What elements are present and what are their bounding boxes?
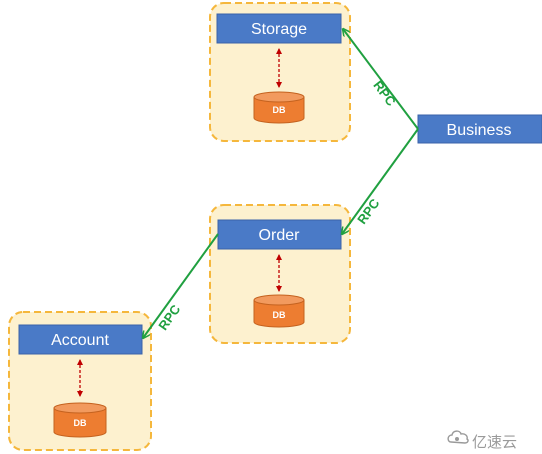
rpc-line-order-account [143, 233, 219, 338]
order-db-label: DB [273, 310, 286, 320]
account-service-box[interactable] [18, 324, 143, 355]
account-service-label: Account [51, 332, 109, 349]
order-service-group: Order DB [209, 204, 351, 344]
storage-service-label: Storage [251, 21, 307, 38]
storage-db-label: DB [273, 105, 286, 115]
watermark-text: 亿速云 [472, 433, 517, 451]
storage-service-group: Storage DB [209, 2, 351, 142]
watermark: 亿速云 [447, 430, 517, 451]
storage-service-box[interactable] [216, 13, 342, 44]
rpc-label-business-order: RPC [354, 195, 383, 227]
business-service-label: Business [447, 122, 512, 139]
order-service-label: Order [259, 227, 301, 244]
rpc-line-business-order [342, 128, 419, 234]
rpc-label-order-account: RPC [155, 301, 183, 333]
account-service-group: Account DB [8, 311, 152, 451]
account-db-icon [53, 402, 107, 438]
account-db-label: DB [74, 418, 87, 428]
cloud-logo-icon [447, 430, 469, 444]
business-service-group: Business [417, 114, 542, 144]
rpc-label-business-storage: RPC [370, 78, 399, 109]
order-db-icon [253, 294, 305, 328]
rpc-line-business-storage [343, 29, 419, 130]
storage-db-icon [253, 91, 305, 124]
